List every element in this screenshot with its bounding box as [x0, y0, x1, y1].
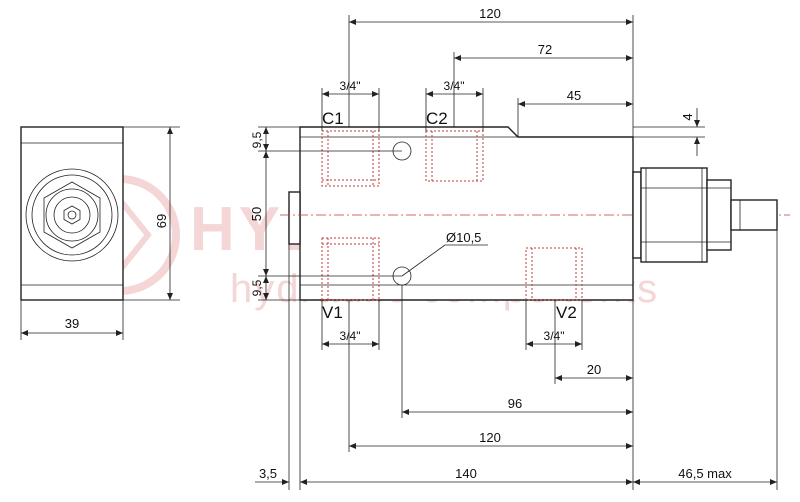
dim-side-width: 39: [65, 316, 79, 331]
side-view: 39 69: [20, 126, 180, 340]
dim-bottom-3-5: 3,5: [259, 466, 277, 481]
port-label-v1: V1: [322, 303, 343, 322]
dim-bottom-46-5: 46,5 max: [678, 466, 732, 481]
port-v1-thread: [321, 237, 380, 301]
dim-side-height: 69: [154, 214, 169, 228]
dimensions-left: 9,5 50 9,5: [249, 126, 402, 301]
dim-v1-thread: 3/4": [340, 329, 361, 343]
dim-bottom-96: 96: [508, 396, 522, 411]
dim-c1-thread: 3/4": [340, 79, 361, 93]
side-view-body: [20, 126, 124, 301]
dim-top-120: 120: [479, 6, 501, 21]
dim-bottom-20: 20: [587, 362, 601, 377]
dim-right-4: 4: [680, 113, 695, 120]
dim-left-50: 50: [249, 207, 264, 221]
left-plug: [288, 191, 301, 245]
dimensions-top: 120 72 45 3/4" 3/4" 4: [321, 6, 705, 156]
dim-bottom-140: 140: [455, 466, 477, 481]
port-label-c1: C1: [322, 109, 344, 128]
dim-top-45: 45: [567, 88, 581, 103]
cartridge-icon: [632, 167, 778, 263]
dim-left-9-5-bottom: 9,5: [250, 279, 264, 296]
dim-left-9-5-top: 9,5: [250, 131, 264, 148]
dim-top-72: 72: [538, 42, 552, 57]
port-c1-thread: [321, 130, 380, 187]
hole-diameter-callout: Ø10,5: [401, 230, 488, 277]
valve-body: [299, 126, 634, 301]
side-view-fitting-icon: [25, 168, 119, 262]
dim-bottom-120: 120: [479, 430, 501, 445]
port-label-c2: C2: [426, 109, 448, 128]
port-label-v2: V2: [556, 303, 577, 322]
dim-hole-diameter: Ø10,5: [446, 230, 481, 245]
port-c2-thread: [425, 130, 484, 182]
dimensions-bottom: 3/4" 3/4" 20 96 120 140 3,5 46,5 max: [255, 230, 778, 490]
dim-v2-thread: 3/4": [544, 329, 565, 343]
front-view: C1 C2 V1 V2: [280, 109, 790, 322]
dim-c2-thread: 3/4": [444, 79, 465, 93]
port-v2-thread: [525, 247, 583, 301]
